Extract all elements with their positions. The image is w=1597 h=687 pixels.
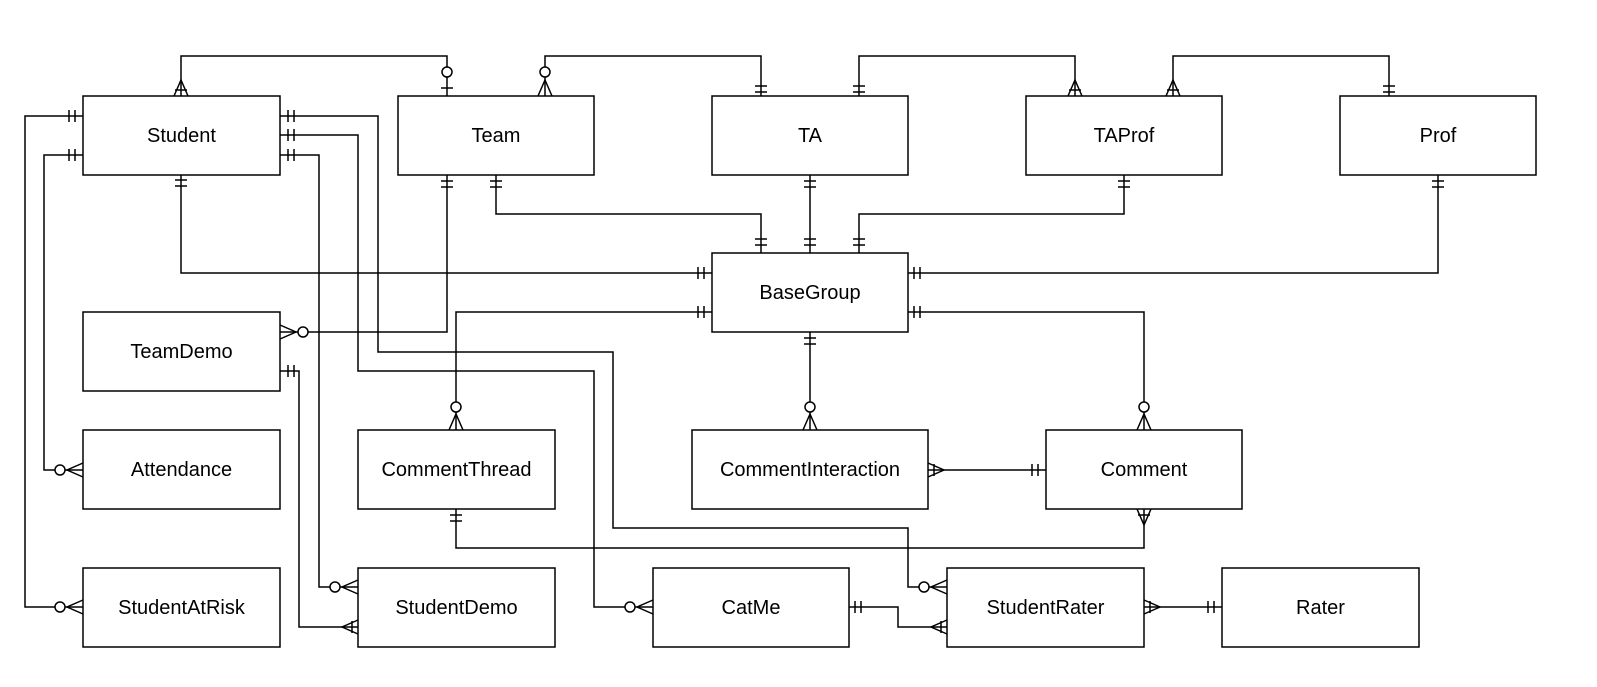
entity-label: Rater	[1296, 597, 1345, 619]
entity-label: Student	[147, 125, 216, 147]
entity-label: Prof	[1420, 125, 1457, 147]
entity-studentrater[interactable]: StudentRater	[946, 567, 1145, 648]
relationship-basegroup-comment[interactable]	[908, 306, 1152, 431]
relationship-ta-basegroup[interactable]	[804, 175, 816, 253]
entity-basegroup[interactable]: BaseGroup	[711, 252, 909, 333]
relationship-team-student[interactable]	[173, 55, 453, 97]
entity-commentinteraction[interactable]: CommentInteraction	[691, 429, 929, 510]
relationship-commentthread-comment[interactable]	[450, 508, 1152, 549]
entity-label: CommentThread	[381, 459, 531, 481]
entity-catme[interactable]: CatMe	[652, 567, 850, 648]
relationship-student-basegroup[interactable]	[175, 175, 712, 279]
relationship-prof-basegroup[interactable]	[908, 175, 1444, 279]
relationship-student-studentrater[interactable]	[280, 110, 948, 595]
relationship-teamdemo-studentdemo[interactable]	[280, 365, 359, 635]
relationship-rater-studentrater[interactable]	[1143, 599, 1222, 615]
entity-rater[interactable]: Rater	[1221, 567, 1420, 648]
relationship-team-teamdemo[interactable]	[279, 175, 453, 340]
relationship-team-basegroup[interactable]	[490, 175, 767, 253]
relationship-taprof-basegroup[interactable]	[853, 175, 1130, 253]
entity-label: StudentRater	[987, 597, 1105, 619]
entity-attendance[interactable]: Attendance	[82, 429, 281, 510]
entity-label: StudentDemo	[395, 597, 517, 619]
entity-label: Attendance	[131, 459, 232, 481]
entity-ta[interactable]: TA	[711, 95, 909, 176]
relationship-student-studentatrisk[interactable]	[24, 110, 84, 615]
entity-comment[interactable]: Comment	[1045, 429, 1243, 510]
relationship-comment-commentinteraction[interactable]	[927, 462, 1046, 478]
entity-teamdemo[interactable]: TeamDemo	[82, 311, 281, 392]
entity-label: CommentInteraction	[720, 459, 900, 481]
relationship-basegroup-commentinteraction[interactable]	[802, 332, 818, 431]
relationship-student-studentdemo[interactable]	[280, 149, 359, 595]
relationship-catme-studentrater[interactable]	[849, 601, 948, 635]
relationship-ta-taprof[interactable]	[853, 55, 1083, 97]
entity-label: Comment	[1101, 459, 1188, 481]
entity-label: TeamDemo	[130, 341, 232, 363]
entity-commentthread[interactable]: CommentThread	[357, 429, 556, 510]
entity-team[interactable]: Team	[397, 95, 595, 176]
entity-prof[interactable]: Prof	[1339, 95, 1537, 176]
entity-taprof[interactable]: TAProf	[1025, 95, 1223, 176]
relationship-student-attendance[interactable]	[43, 149, 84, 478]
entity-studentatrisk[interactable]: StudentAtRisk	[82, 567, 281, 648]
relationship-prof-taprof[interactable]	[1165, 55, 1395, 97]
entity-student[interactable]: Student	[82, 95, 281, 176]
entity-label: TAProf	[1094, 125, 1155, 147]
entity-label: TA	[798, 125, 823, 147]
relationship-student-catme[interactable]	[280, 129, 654, 615]
entity-studentdemo[interactable]: StudentDemo	[357, 567, 556, 648]
relationship-ta-team[interactable]	[537, 55, 767, 97]
entity-label: StudentAtRisk	[118, 597, 246, 619]
entity-label: CatMe	[722, 597, 781, 619]
entity-label: BaseGroup	[759, 282, 860, 304]
relationship-basegroup-commentthread[interactable]	[448, 306, 712, 431]
entity-label: Team	[472, 125, 521, 147]
